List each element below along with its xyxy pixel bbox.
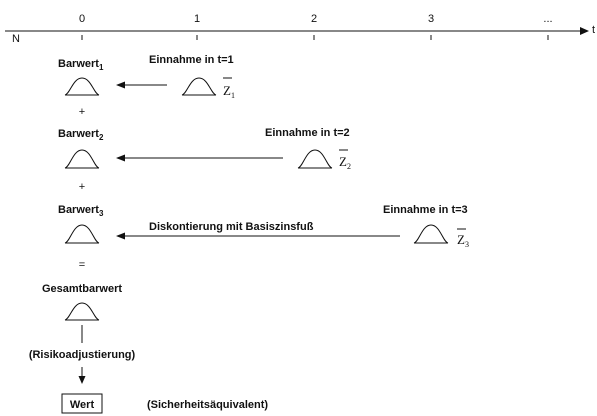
timeline-tick-0: 0 [79, 13, 85, 40]
arrow-3-head [116, 232, 125, 240]
risk-adjustment-label: (Risikoadjustierung) [29, 349, 136, 361]
barwert-3-label: Barwert3 [58, 204, 104, 218]
total-label: Gesamtbarwert [42, 283, 122, 295]
barwert-1-distribution-icon [64, 77, 100, 96]
tick-label: 1 [194, 13, 200, 25]
z3-symbol: Z3 [457, 232, 469, 249]
value-box [61, 393, 103, 414]
equals-sign: = [79, 259, 85, 271]
timeline-end-label: t [592, 24, 595, 36]
tick-label: 2 [311, 13, 317, 25]
einnahme-3-distribution-icon [413, 224, 449, 244]
timeline-tick-1: 1 [194, 13, 200, 40]
tick-label: ... [543, 13, 552, 25]
risk-arrow-head [78, 376, 86, 384]
barwert-3-distribution-icon [64, 224, 100, 244]
certainty-equivalent-label: (Sicherheitsäquivalent) [147, 399, 268, 411]
discount-label: Diskontierung mit Basiszinsfuß [149, 221, 314, 233]
plus-sign-2: + [79, 181, 85, 193]
arrow-1-head [116, 81, 125, 89]
z1-symbol: Z1 [223, 83, 235, 100]
timeline-tick-2: 2 [311, 13, 317, 40]
z2-symbol: Z2 [339, 154, 351, 171]
value-label: Wert [70, 399, 95, 411]
barwert-1-label: Barwert1 [58, 58, 104, 72]
barwert-2-distribution-icon [64, 149, 100, 169]
einnahme-3-label: Einnahme in t=3 [383, 204, 468, 216]
barwert-2-label: Barwert2 [58, 128, 104, 142]
total-distribution-icon [64, 302, 100, 321]
einnahme-1-distribution-icon [181, 77, 217, 96]
einnahme-2-label: Einnahme in t=2 [265, 127, 350, 139]
timeline-start-label: N [12, 33, 20, 45]
einnahme-2-distribution-icon [297, 149, 333, 169]
plus-sign-1: + [79, 106, 85, 118]
tick-label: 0 [79, 13, 85, 25]
einnahme-1-label: Einnahme in t=1 [149, 54, 234, 66]
arrow-2-head [116, 154, 125, 162]
timeline-tick-3: 3 [428, 13, 434, 40]
timeline-tick-4: ... [543, 13, 553, 40]
tick-label: 3 [428, 13, 434, 25]
timeline-arrowhead [580, 27, 589, 35]
